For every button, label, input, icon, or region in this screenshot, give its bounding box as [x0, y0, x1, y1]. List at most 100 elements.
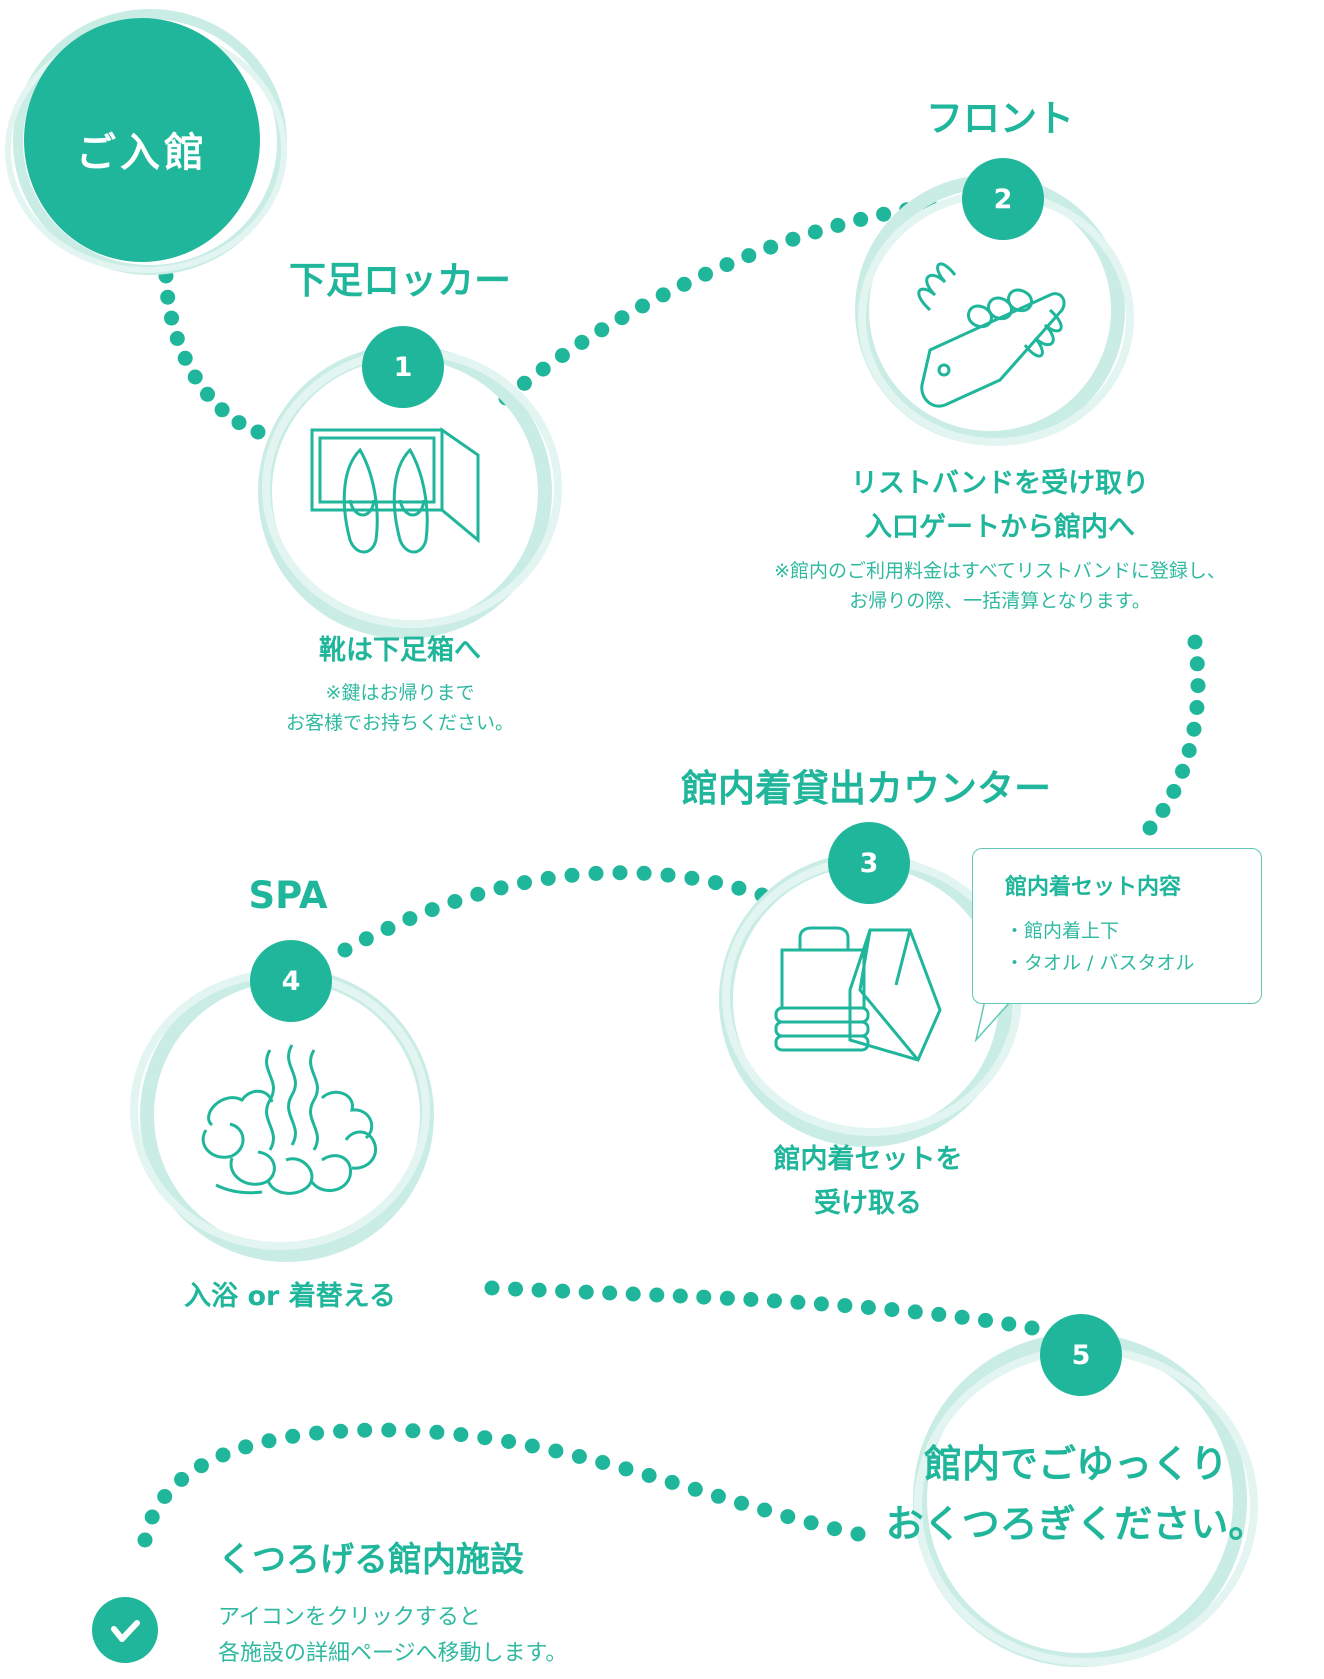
- route-dot: [231, 415, 247, 431]
- route-dot: [1155, 802, 1171, 818]
- route-dot: [757, 1502, 773, 1518]
- route-dot: [238, 1439, 254, 1455]
- route-dot: [554, 348, 570, 363]
- route-dot: [160, 289, 176, 305]
- route-dot: [790, 1294, 806, 1310]
- set-contents-item: ・タオル / バスタオル: [1005, 952, 1195, 974]
- route-dot: [1186, 721, 1202, 737]
- route-dot: [1181, 743, 1197, 758]
- route-dot: [484, 1280, 500, 1296]
- route-dot: [978, 1312, 993, 1328]
- route-dot: [261, 1433, 277, 1449]
- route-dot: [164, 310, 179, 326]
- route-dot: [187, 369, 203, 385]
- route-dot: [884, 1302, 900, 1318]
- dotted-route: [137, 198, 1206, 1548]
- route-dot: [516, 375, 532, 391]
- route-dot: [137, 1532, 153, 1548]
- route-dot: [734, 1495, 749, 1511]
- route-dot: [144, 1509, 160, 1525]
- start-label: ご入館: [76, 130, 208, 176]
- route-dot: [618, 1461, 634, 1477]
- route-dot: [664, 1474, 680, 1490]
- route-dot: [555, 1283, 571, 1299]
- route-dot: [931, 1306, 947, 1322]
- route-dot: [578, 1284, 594, 1300]
- route-dot: [535, 361, 551, 377]
- check-mark: [111, 1620, 140, 1642]
- route-dot: [785, 231, 801, 247]
- route-dot: [1166, 783, 1182, 799]
- route-dot: [636, 865, 652, 881]
- route-dot: [1187, 634, 1203, 650]
- route-dot: [602, 1285, 618, 1301]
- step-5-message: 館内でごゆっくり おくつろぎください。: [885, 1442, 1267, 1546]
- step-3-badge: 3: [828, 822, 910, 904]
- route-dot: [641, 1468, 657, 1483]
- route-dot: [405, 1423, 421, 1439]
- route-dot: [660, 867, 676, 883]
- route-dot: [157, 1489, 173, 1504]
- route-dot: [813, 1296, 829, 1312]
- route-dot: [719, 1290, 735, 1306]
- route-dot: [493, 880, 509, 896]
- shoe-locker-icon: [310, 427, 480, 554]
- route-dot: [501, 1434, 517, 1449]
- route-dot: [708, 875, 723, 891]
- step-1-place: 下足ロッカー: [289, 259, 511, 302]
- route-dot: [837, 1298, 853, 1314]
- set-contents-bubble: 館内着セット内容 ・館内着上下 ・タオル / バスタオル: [972, 848, 1262, 1004]
- route-dot: [424, 902, 440, 918]
- route-dot: [696, 1289, 712, 1305]
- loungewear-set-icon: [774, 926, 942, 1062]
- route-dot: [853, 211, 869, 227]
- route-dot: [827, 1521, 842, 1537]
- route-dot: [447, 894, 463, 909]
- route-dot: [453, 1427, 469, 1443]
- route-dot: [285, 1428, 301, 1444]
- route-dot: [954, 1309, 970, 1325]
- step-1-badge: 1: [362, 326, 444, 408]
- route-dot: [676, 276, 692, 292]
- check-icon[interactable]: [92, 1597, 158, 1663]
- route-dot: [508, 1281, 523, 1297]
- route-dot: [1001, 1316, 1017, 1332]
- route-dot: [698, 266, 713, 282]
- step-4-badge: 4: [250, 940, 332, 1022]
- route-dot: [531, 1282, 547, 1298]
- step-2-action: リストバンドを受け取り 入口ゲートから館内へ: [850, 468, 1150, 543]
- route-dot: [655, 287, 671, 303]
- route-dot: [564, 867, 580, 883]
- route-dot: [357, 1422, 373, 1438]
- route-dot: [215, 1447, 231, 1463]
- step-4-action: 入浴 or 着替える: [184, 1281, 396, 1312]
- route-dot: [741, 248, 757, 264]
- route-dot: [200, 386, 215, 402]
- step-4-place: SPA: [248, 874, 328, 917]
- step-2-badge: 2: [962, 158, 1044, 240]
- route-dot: [193, 1458, 209, 1474]
- route-dot: [358, 931, 374, 947]
- route-dot: [649, 1287, 665, 1303]
- start-blob: [24, 18, 260, 262]
- route-dot: [684, 870, 700, 886]
- route-dot: [1189, 700, 1205, 715]
- step-5-badge: 5: [1040, 1314, 1122, 1396]
- route-dot: [907, 1304, 923, 1320]
- route-dot: [517, 875, 532, 891]
- route-dot: [429, 1424, 445, 1440]
- route-dot: [1189, 656, 1205, 672]
- route-dot: [635, 298, 650, 314]
- route-dot: [524, 1438, 540, 1454]
- route-dot: [780, 1509, 796, 1525]
- route-dot: [548, 1443, 564, 1459]
- route-dot: [614, 310, 630, 326]
- route-dot: [807, 224, 823, 240]
- route-dot: [1142, 820, 1158, 836]
- route-dot: [710, 1488, 726, 1504]
- route-dot: [860, 1300, 876, 1315]
- route-dot: [763, 239, 779, 255]
- route-dot: [380, 920, 396, 936]
- set-contents-item: ・館内着上下: [1005, 920, 1120, 942]
- facilities-title: くつろげる館内施設: [218, 1540, 524, 1580]
